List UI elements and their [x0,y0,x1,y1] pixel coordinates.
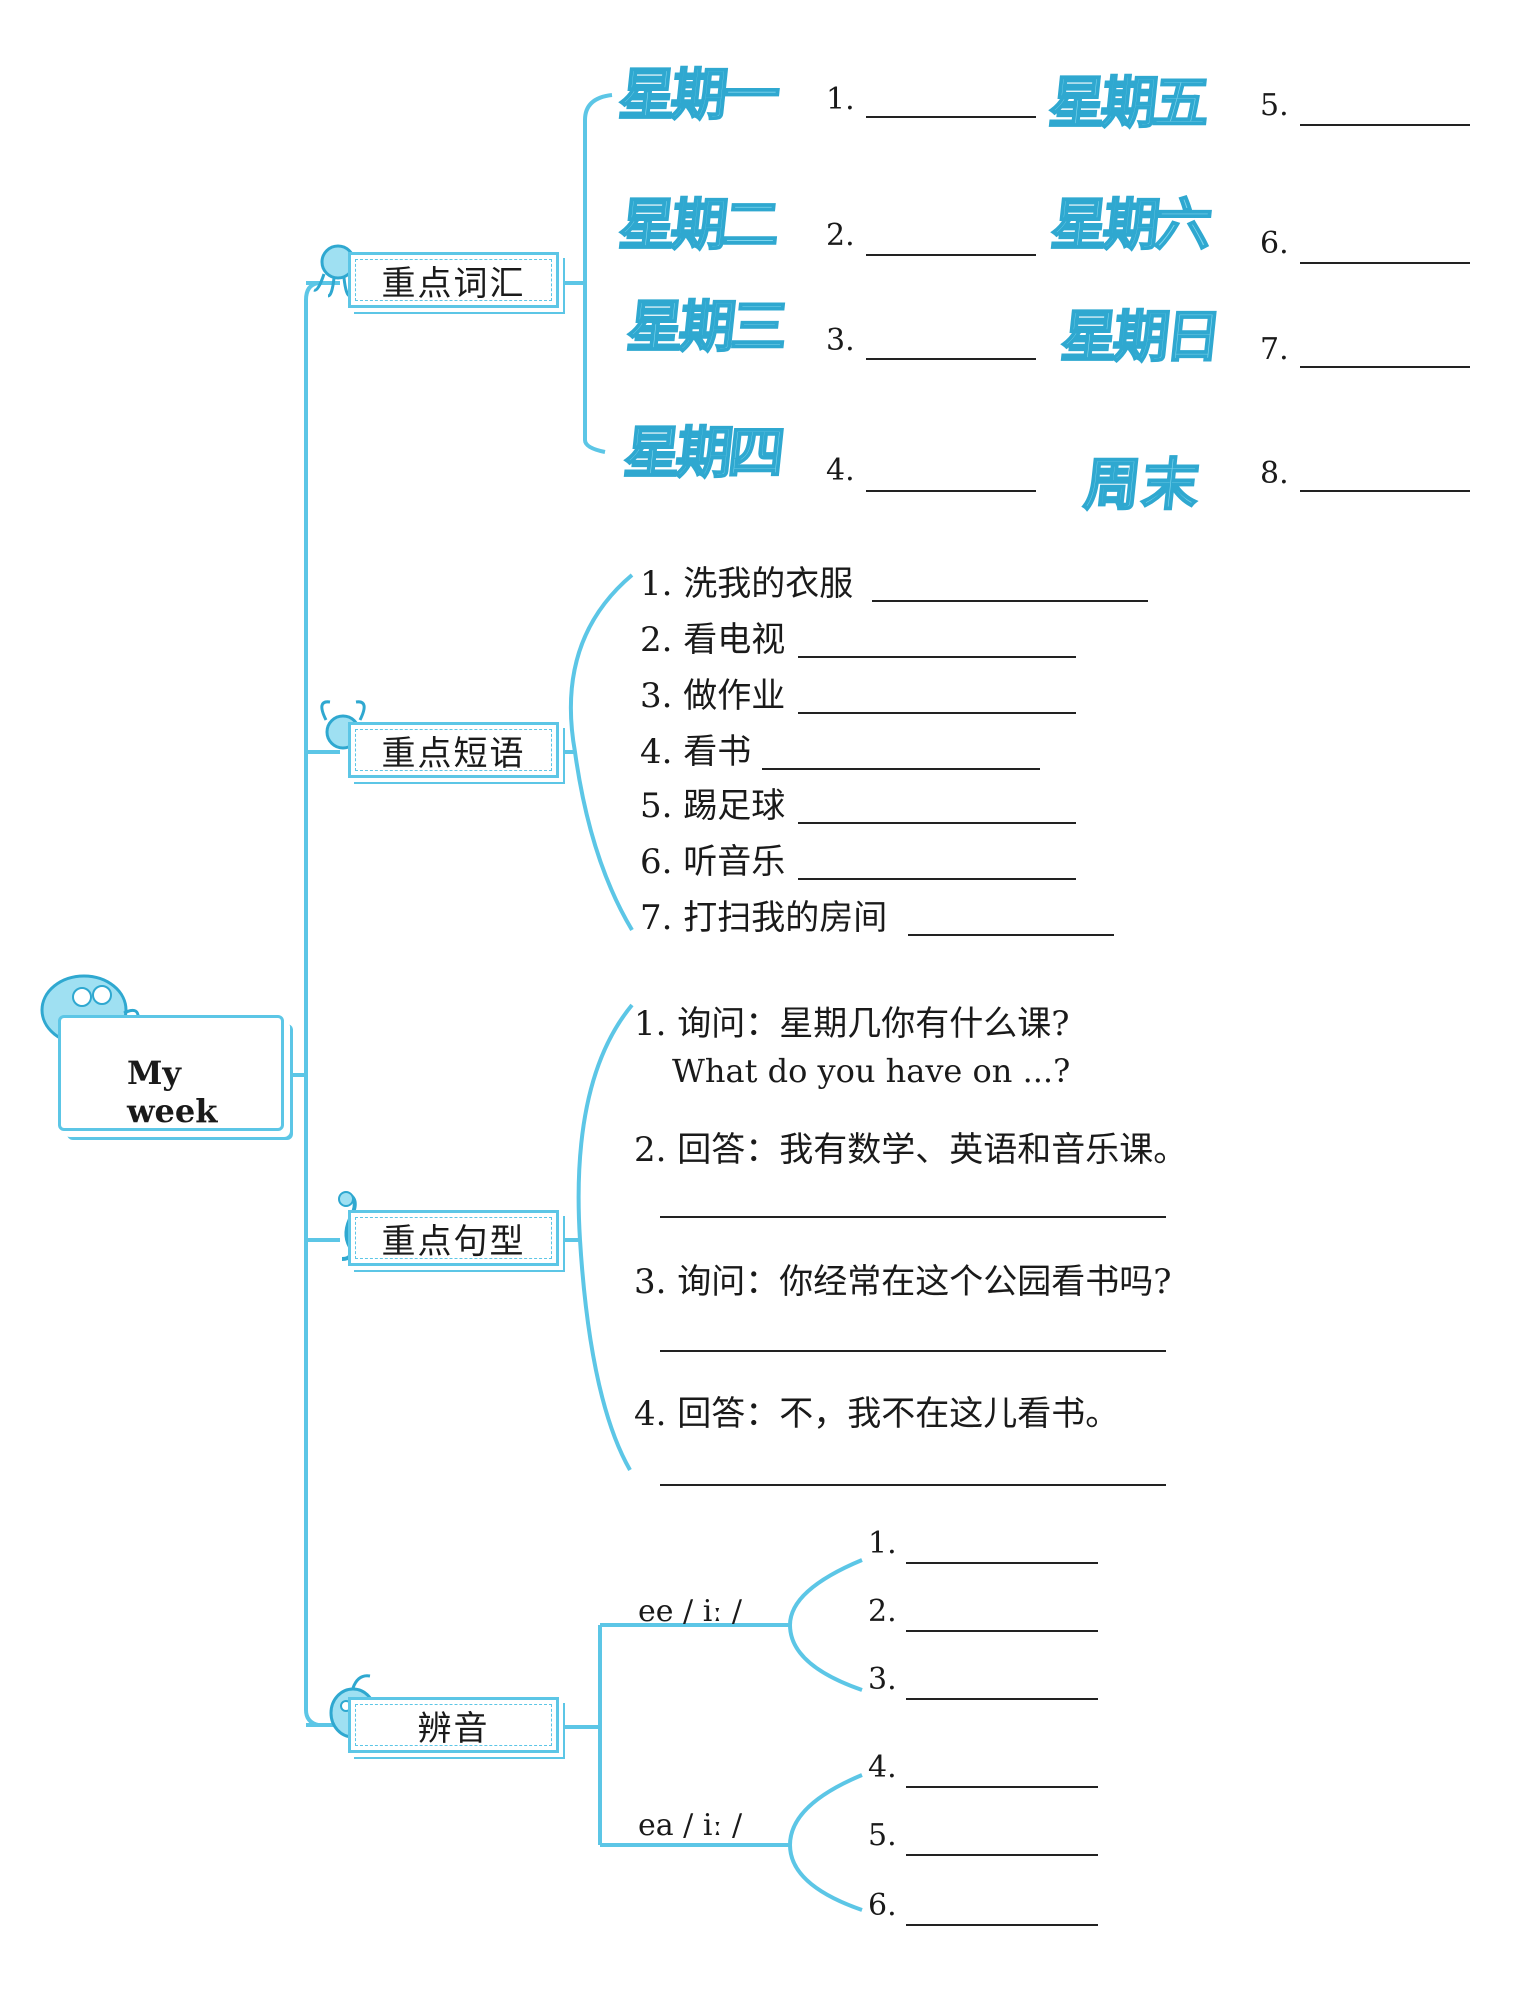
vocab-answer-blank[interactable] [866,116,1036,118]
phrase-item: 1. 洗我的衣服 [640,564,854,604]
section-phonics-label: 辨音 [355,1704,552,1749]
phrase-item: 4. 看书 [640,732,752,772]
phonics-answer-blank[interactable] [906,1630,1098,1632]
phonics-answer-blank[interactable] [906,1562,1098,1564]
vocab-number: 1. [826,82,855,117]
phrase-answer-blank[interactable] [762,768,1040,770]
phrase-item: 2. 看电视 [640,620,786,660]
vocab-day-label: 周末 [1080,452,1205,519]
phrase-item: 6. 听音乐 [640,842,786,882]
section-phonics: 辨音 [348,1697,559,1753]
vocab-answer-blank[interactable] [1300,490,1470,492]
phonics-number: 1. [868,1526,897,1561]
vocab-number: 2. [826,218,855,253]
phrase-answer-blank[interactable] [798,822,1076,824]
vocab-day-label: 星期四 [620,420,785,487]
vocab-number: 7. [1260,332,1289,367]
vocab-answer-blank[interactable] [1300,124,1470,126]
sentence-prompt: 2. 回答：我有数学、英语和音乐课。 [634,1130,1188,1170]
vocab-number: 6. [1260,226,1289,261]
octopus-mascot-icon [308,240,368,300]
phonics-answer-blank[interactable] [906,1786,1098,1788]
vocab-answer-blank[interactable] [1300,366,1470,368]
vocab-day-label: 星期三 [623,294,788,361]
vocab-number: 3. [826,323,855,358]
phrase-answer-blank[interactable] [798,712,1076,714]
root-node: My week [58,1015,284,1131]
vocab-answer-blank[interactable] [1300,262,1470,264]
root-title: My week [127,1054,218,1130]
vocab-number: 8. [1260,456,1289,491]
vocab-answer-blank[interactable] [866,358,1036,360]
section-sentences: 重点句型 [348,1210,559,1266]
vocab-day-label: 星期五 [1045,70,1210,137]
phonics-answer-blank[interactable] [906,1854,1098,1856]
sentence-prompt: 1. 询问：星期几你有什么课? [634,1004,1070,1044]
vocab-day-label: 星期六 [1047,192,1212,259]
sentence-answer-blank[interactable] [660,1350,1166,1352]
vocab-day-label: 星期一 [615,62,780,129]
vocab-number: 5. [1260,88,1289,123]
vocab-day-label: 星期二 [615,192,780,259]
sentence-hint: What do you have on ...? [672,1052,1071,1090]
phrase-item: 3. 做作业 [640,676,786,716]
phrase-answer-blank[interactable] [908,934,1114,936]
vocab-answer-blank[interactable] [866,490,1036,492]
phonics-answer-blank[interactable] [906,1924,1098,1926]
vocab-day-label: 星期日 [1057,304,1222,371]
phonics-number: 5. [868,1818,897,1853]
phonics-number: 6. [868,1888,897,1923]
section-phrases: 重点短语 [348,722,559,778]
sentence-prompt: 4. 回答：不，我不在这儿看书。 [634,1394,1120,1434]
phonics-answer-blank[interactable] [906,1698,1098,1700]
sentence-prompt: 3. 询问：你经常在这个公园看书吗? [634,1262,1172,1302]
section-sentences-label: 重点句型 [355,1217,552,1262]
sentence-answer-blank[interactable] [660,1484,1166,1486]
section-phrases-label: 重点短语 [355,729,552,774]
vocab-number: 4. [826,453,855,488]
phrase-answer-blank[interactable] [798,656,1076,658]
phonics-number: 4. [868,1750,897,1785]
phonics-sound-ea: ea / iː / [638,1808,743,1843]
vocab-answer-blank[interactable] [866,254,1036,256]
phrase-answer-blank[interactable] [798,878,1076,880]
phrase-item: 7. 打扫我的房间 [640,898,888,938]
phrase-item: 5. 踢足球 [640,786,786,826]
phonics-number: 3. [868,1662,897,1697]
phrase-answer-blank[interactable] [872,600,1148,602]
sentence-answer-blank[interactable] [660,1216,1166,1218]
phonics-number: 2. [868,1594,897,1629]
section-vocab: 重点词汇 [348,252,559,308]
phonics-sound-ee: ee / iː / [638,1594,743,1629]
section-vocab-label: 重点词汇 [355,259,552,304]
